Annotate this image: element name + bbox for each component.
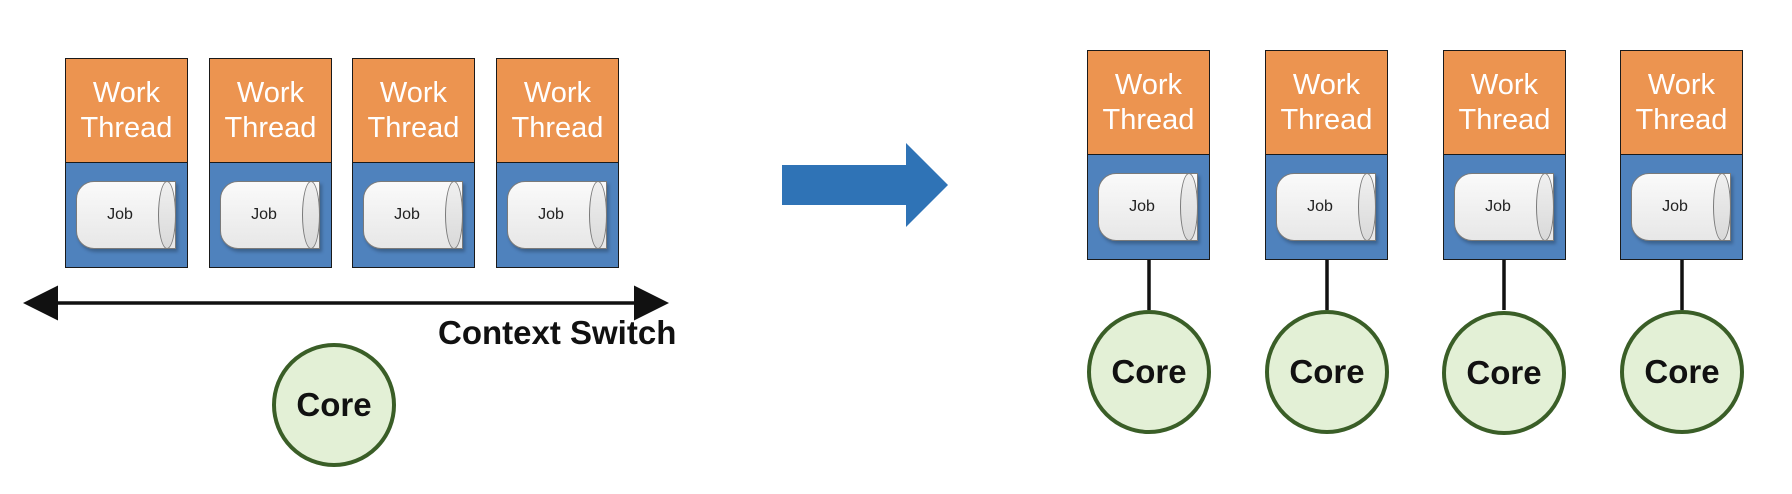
transition-arrow-icon xyxy=(782,143,948,227)
job-label: Job xyxy=(394,206,420,223)
before-thread-2: Work Thread Job xyxy=(209,58,332,268)
job-cylinder: Job xyxy=(220,181,320,249)
job-cylinder: Job xyxy=(1454,173,1554,241)
job-cylinder: Job xyxy=(507,181,607,249)
thread-label: Work Thread xyxy=(1266,51,1387,155)
job-cylinder: Job xyxy=(1098,173,1198,241)
job-label: Job xyxy=(1662,198,1688,215)
thread-label: Work Thread xyxy=(66,59,187,163)
job-label: Job xyxy=(1129,198,1155,215)
job-label: Job xyxy=(251,206,277,223)
thread-label: Work Thread xyxy=(353,59,474,163)
shared-core: Core xyxy=(272,343,396,467)
job-label: Job xyxy=(538,206,564,223)
after-thread-3: Work Thread Job xyxy=(1443,50,1566,260)
thread-label: Work Thread xyxy=(1444,51,1565,155)
context-switch-label: Context Switch xyxy=(438,314,677,351)
job-label: Job xyxy=(1485,198,1511,215)
after-thread-4: Work Thread Job xyxy=(1620,50,1743,260)
before-thread-4: Work Thread Job xyxy=(496,58,619,268)
thread-label: Work Thread xyxy=(210,59,331,163)
thread-label: Work Thread xyxy=(497,59,618,163)
core-2: Core xyxy=(1265,310,1389,434)
job-label: Job xyxy=(1307,198,1333,215)
after-thread-1: Work Thread Job xyxy=(1087,50,1210,260)
job-label: Job xyxy=(107,206,133,223)
core-4: Core xyxy=(1620,310,1744,434)
job-cylinder: Job xyxy=(363,181,463,249)
before-thread-1: Work Thread Job xyxy=(65,58,188,268)
after-thread-2: Work Thread Job xyxy=(1265,50,1388,260)
job-cylinder: Job xyxy=(76,181,176,249)
thread-label: Work Thread xyxy=(1088,51,1209,155)
job-cylinder: Job xyxy=(1631,173,1731,241)
thread-label: Work Thread xyxy=(1621,51,1742,155)
core-1: Core xyxy=(1087,310,1211,434)
job-cylinder: Job xyxy=(1276,173,1376,241)
before-thread-3: Work Thread Job xyxy=(352,58,475,268)
core-3: Core xyxy=(1442,311,1566,435)
